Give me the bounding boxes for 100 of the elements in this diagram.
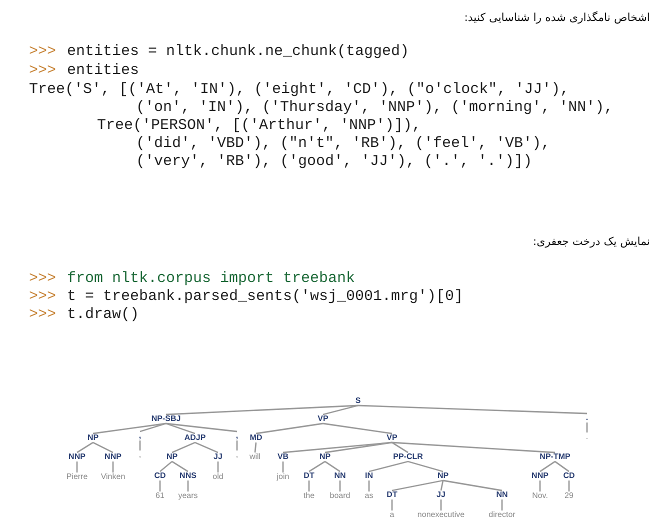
tree-branch [236, 440, 238, 450]
tree-node-label: NN [496, 491, 508, 499]
tree-branch [254, 442, 257, 453]
tree-branch [160, 460, 172, 472]
leaf-word: will [249, 453, 261, 461]
leaf-word: board [330, 492, 350, 500]
leaf-word: as [364, 492, 374, 500]
tree-branch [166, 404, 358, 416]
tree-branch [166, 422, 196, 434]
tree-node-label: VB [277, 453, 289, 461]
tree-node-label: VP [318, 415, 328, 423]
tree-node-label: NP [319, 453, 331, 461]
code-line: ('on', 'IN'), ('Thursday', 'NNP'), ('morning', 'NN'), [136, 100, 614, 115]
tree-branch [172, 460, 188, 472]
instruction-text: اشخاص نامگذاری شده را شناسایی کنید: [464, 12, 650, 23]
tree-node-label: JJ [436, 491, 446, 499]
tree-node-label: NP [166, 453, 178, 461]
tree-branch [501, 500, 503, 510]
tree-branch [217, 462, 219, 472]
tree-node-label: S [355, 397, 361, 405]
tree-branch [568, 480, 570, 492]
leaf-word: Nov. [532, 492, 548, 500]
prompt-text: >>> [29, 271, 56, 286]
tree-branch [368, 480, 370, 492]
tree-branch [166, 422, 238, 432]
tree-branch [358, 404, 588, 414]
tree-node-label: PP-CLR [393, 453, 423, 461]
tree-branch [324, 442, 392, 454]
tree-branch [442, 480, 502, 492]
tree-branch [339, 480, 341, 492]
leaf-word: , [138, 451, 142, 459]
tree-branch [92, 442, 114, 454]
tree-node-label: NP-SBJ [151, 415, 181, 423]
tree-node-label: CD [154, 472, 166, 480]
tree-branch [159, 480, 161, 492]
tree-node-label: DT [304, 472, 314, 480]
tree-node-label: DT [386, 491, 398, 499]
leaf-word: old [212, 473, 224, 481]
leaf-word: director [488, 511, 516, 519]
tree-branch [368, 460, 408, 472]
leaf-word: 61 [156, 492, 164, 500]
tree-branch [322, 404, 358, 416]
tree-branch [308, 460, 326, 472]
tree-branch [540, 460, 556, 472]
code-line: ('did', 'VBD'), ("n't", 'RB'), ('feel', 'VB'), [136, 136, 550, 151]
tree-node-label: NNP [104, 453, 122, 461]
tree-branch [194, 442, 218, 454]
tree-branch [140, 422, 166, 432]
prompt-text: >>> [29, 289, 56, 304]
code-line: Tree('PERSON', [('Arthur', 'NNP')]), [97, 118, 422, 133]
tree-branch [586, 422, 588, 432]
tree-branch [391, 500, 393, 510]
tree-branch [139, 440, 141, 450]
leaf-word: . [586, 433, 588, 441]
tree-node-label: NP [437, 472, 449, 480]
prompt-text: >>> [29, 44, 56, 59]
tree-branch [172, 442, 196, 454]
tree-branch [392, 442, 408, 454]
leaf-word: nonexecutive [417, 511, 465, 519]
tree-node-label: , [138, 432, 142, 440]
tree-branch [392, 480, 444, 492]
code-line: Tree('S', [('At', 'IN'), ('eight', 'CD'), ("o'clock", 'JJ'), [29, 82, 570, 97]
prompt-text: >>> [29, 307, 56, 322]
leaf-word: a [390, 511, 394, 519]
tree-branch [187, 480, 189, 492]
tree-node-label: MD [250, 434, 262, 442]
instruction-text: نمایش یک درخت جعفری: [532, 236, 650, 247]
leaf-word: , [236, 451, 238, 459]
tree-branch [392, 442, 556, 454]
prompt-text: >>> [29, 63, 56, 78]
code-line: t = treebank.parsed_sents('wsj_0001.mrg')[0] [67, 289, 464, 304]
code-line: from nltk.corpus import treebank [67, 271, 356, 286]
tree-node-label: NNP [532, 472, 548, 480]
code-line: t.draw() [67, 307, 140, 322]
leaf-word: years [178, 492, 198, 500]
tree-branch [76, 442, 94, 454]
tree-node-label: IN [365, 472, 373, 480]
tree-branch [282, 462, 284, 472]
leaf-word: the [303, 492, 315, 500]
tree-branch [308, 480, 310, 492]
tree-node-label: ADJP [184, 434, 206, 442]
tree-branch [440, 480, 444, 491]
leaf-word: Pierre [66, 473, 88, 481]
tree-branch [112, 462, 114, 472]
tree-node-label: . [586, 414, 588, 422]
tree-branch [408, 460, 444, 472]
leaf-word: join [276, 473, 290, 481]
tree-branch [539, 480, 541, 492]
code-line: entities = nltk.chunk.ne_chunk(tagged) [67, 44, 410, 59]
tree-branch [76, 462, 78, 472]
tree-node-label: NNP [68, 453, 86, 461]
tree-branch [322, 422, 392, 434]
tree-branch [324, 460, 340, 472]
code-line: entities [67, 63, 140, 78]
tree-branch [256, 422, 324, 434]
leaf-word: Vinken [100, 473, 126, 481]
tree-branch [92, 422, 166, 434]
tree-node-label: NN [334, 472, 346, 480]
leaf-word: 29 [564, 492, 574, 500]
tree-branch [554, 460, 570, 472]
